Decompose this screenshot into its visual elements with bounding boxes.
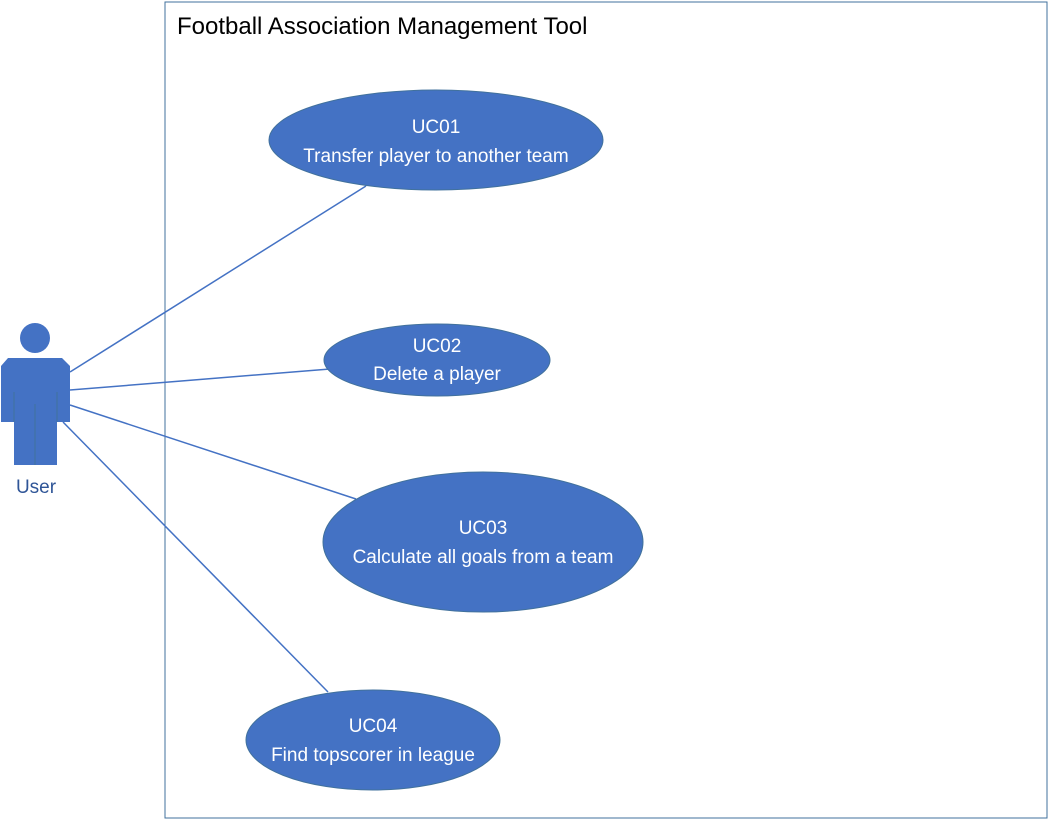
association-uc04 — [62, 421, 329, 693]
use-case-id: UC02 — [413, 336, 462, 357]
actor-user: User — [1, 323, 70, 498]
use-case-name: Delete a player — [373, 364, 501, 385]
association-uc01 — [69, 185, 367, 373]
actor-label: User — [16, 477, 57, 498]
system-title: Football Association Management Tool — [177, 13, 587, 40]
person-icon — [1, 323, 70, 465]
use-case-uc01[interactable]: UC01 Transfer player to another team — [268, 89, 604, 191]
use-case-name: Find topscorer in league — [271, 745, 475, 766]
use-case-ellipse[interactable] — [323, 323, 551, 397]
use-case-id: UC03 — [459, 518, 508, 539]
use-case-ellipse[interactable] — [268, 89, 604, 191]
use-case-id: UC01 — [412, 117, 461, 138]
use-case-uc02[interactable]: UC02 Delete a player — [323, 323, 551, 397]
use-case-name: Calculate all goals from a team — [353, 547, 614, 568]
association-uc03 — [69, 404, 357, 500]
associations — [62, 185, 367, 693]
use-case-name: Transfer player to another team — [303, 146, 568, 167]
use-case-id: UC04 — [349, 716, 398, 737]
use-case-ellipse[interactable] — [245, 689, 501, 791]
use-case-uc03[interactable]: UC03 Calculate all goals from a team — [322, 471, 644, 613]
use-case-uc04[interactable]: UC04 Find topscorer in league — [245, 689, 501, 791]
use-case-ellipse[interactable] — [322, 471, 644, 613]
association-uc02 — [69, 368, 331, 391]
